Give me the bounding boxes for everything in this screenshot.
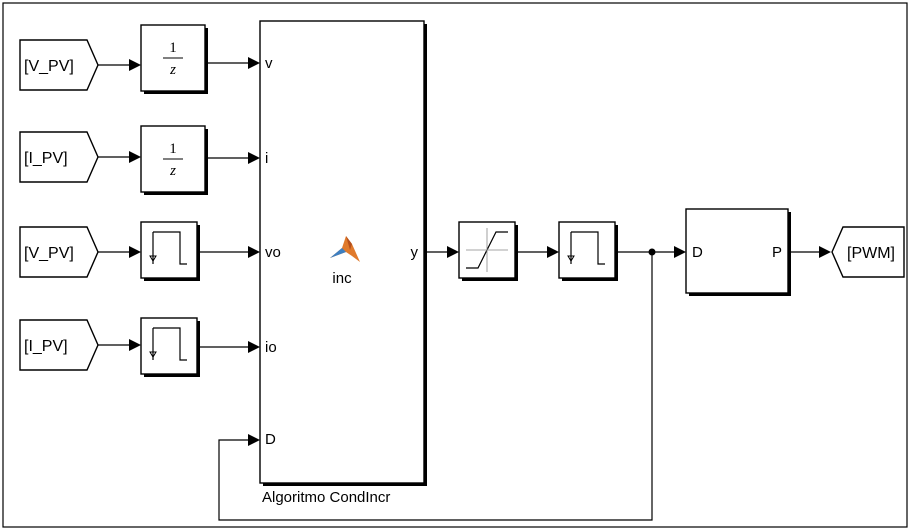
- pwm-out-port-p: P: [772, 244, 782, 261]
- pwm-generator-block[interactable]: D P: [685, 208, 791, 296]
- from-tag-label: [V_PV]: [24, 245, 74, 262]
- goto-tag-label: [PWM]: [847, 245, 895, 262]
- in-port-vo: vo: [265, 244, 281, 261]
- goto-tag-pwm[interactable]: [PWM]: [831, 226, 905, 278]
- from-tag-v-pv-2[interactable]: [V_PV]: [19, 226, 99, 278]
- from-tag-v-pv-1[interactable]: [V_PV]: [19, 39, 99, 91]
- from-tag-label: [I_PV]: [24, 150, 68, 167]
- unit-delay-block-2[interactable]: 1 z: [140, 125, 208, 195]
- function-block-caption: Algoritmo CondIncr: [262, 489, 390, 506]
- from-tag-label: [V_PV]: [24, 58, 74, 75]
- pwm-in-port-d: D: [692, 244, 703, 261]
- zero-order-hold-icon: [152, 231, 187, 265]
- delay-denominator: z: [169, 62, 176, 78]
- from-tag-i-pv-1[interactable]: [I_PV]: [19, 131, 99, 183]
- delay-numerator: 1: [169, 141, 177, 157]
- in-port-i: i: [265, 150, 268, 167]
- function-block-name: inc: [332, 270, 352, 287]
- zero-order-hold-block-2[interactable]: [140, 317, 200, 377]
- unit-delay-block-1[interactable]: 1 z: [140, 24, 208, 94]
- in-port-v: v: [265, 55, 273, 72]
- from-tag-i-pv-2[interactable]: [I_PV]: [19, 319, 99, 371]
- matlab-function-block[interactable]: v i vo io D y inc: [259, 20, 427, 486]
- zero-order-hold-icon: [570, 231, 605, 265]
- zero-order-hold-icon: [152, 327, 187, 361]
- delay-numerator: 1: [169, 40, 177, 56]
- saturation-block[interactable]: [458, 221, 518, 281]
- in-port-d: D: [265, 431, 276, 448]
- from-tag-label: [I_PV]: [24, 338, 68, 355]
- in-port-io: io: [265, 339, 277, 356]
- matlab-logo-icon: [330, 236, 360, 262]
- out-port-y: y: [411, 244, 419, 261]
- zero-order-hold-block-1[interactable]: [140, 221, 200, 281]
- zero-order-hold-block-3[interactable]: [558, 221, 618, 281]
- delay-denominator: z: [169, 163, 176, 179]
